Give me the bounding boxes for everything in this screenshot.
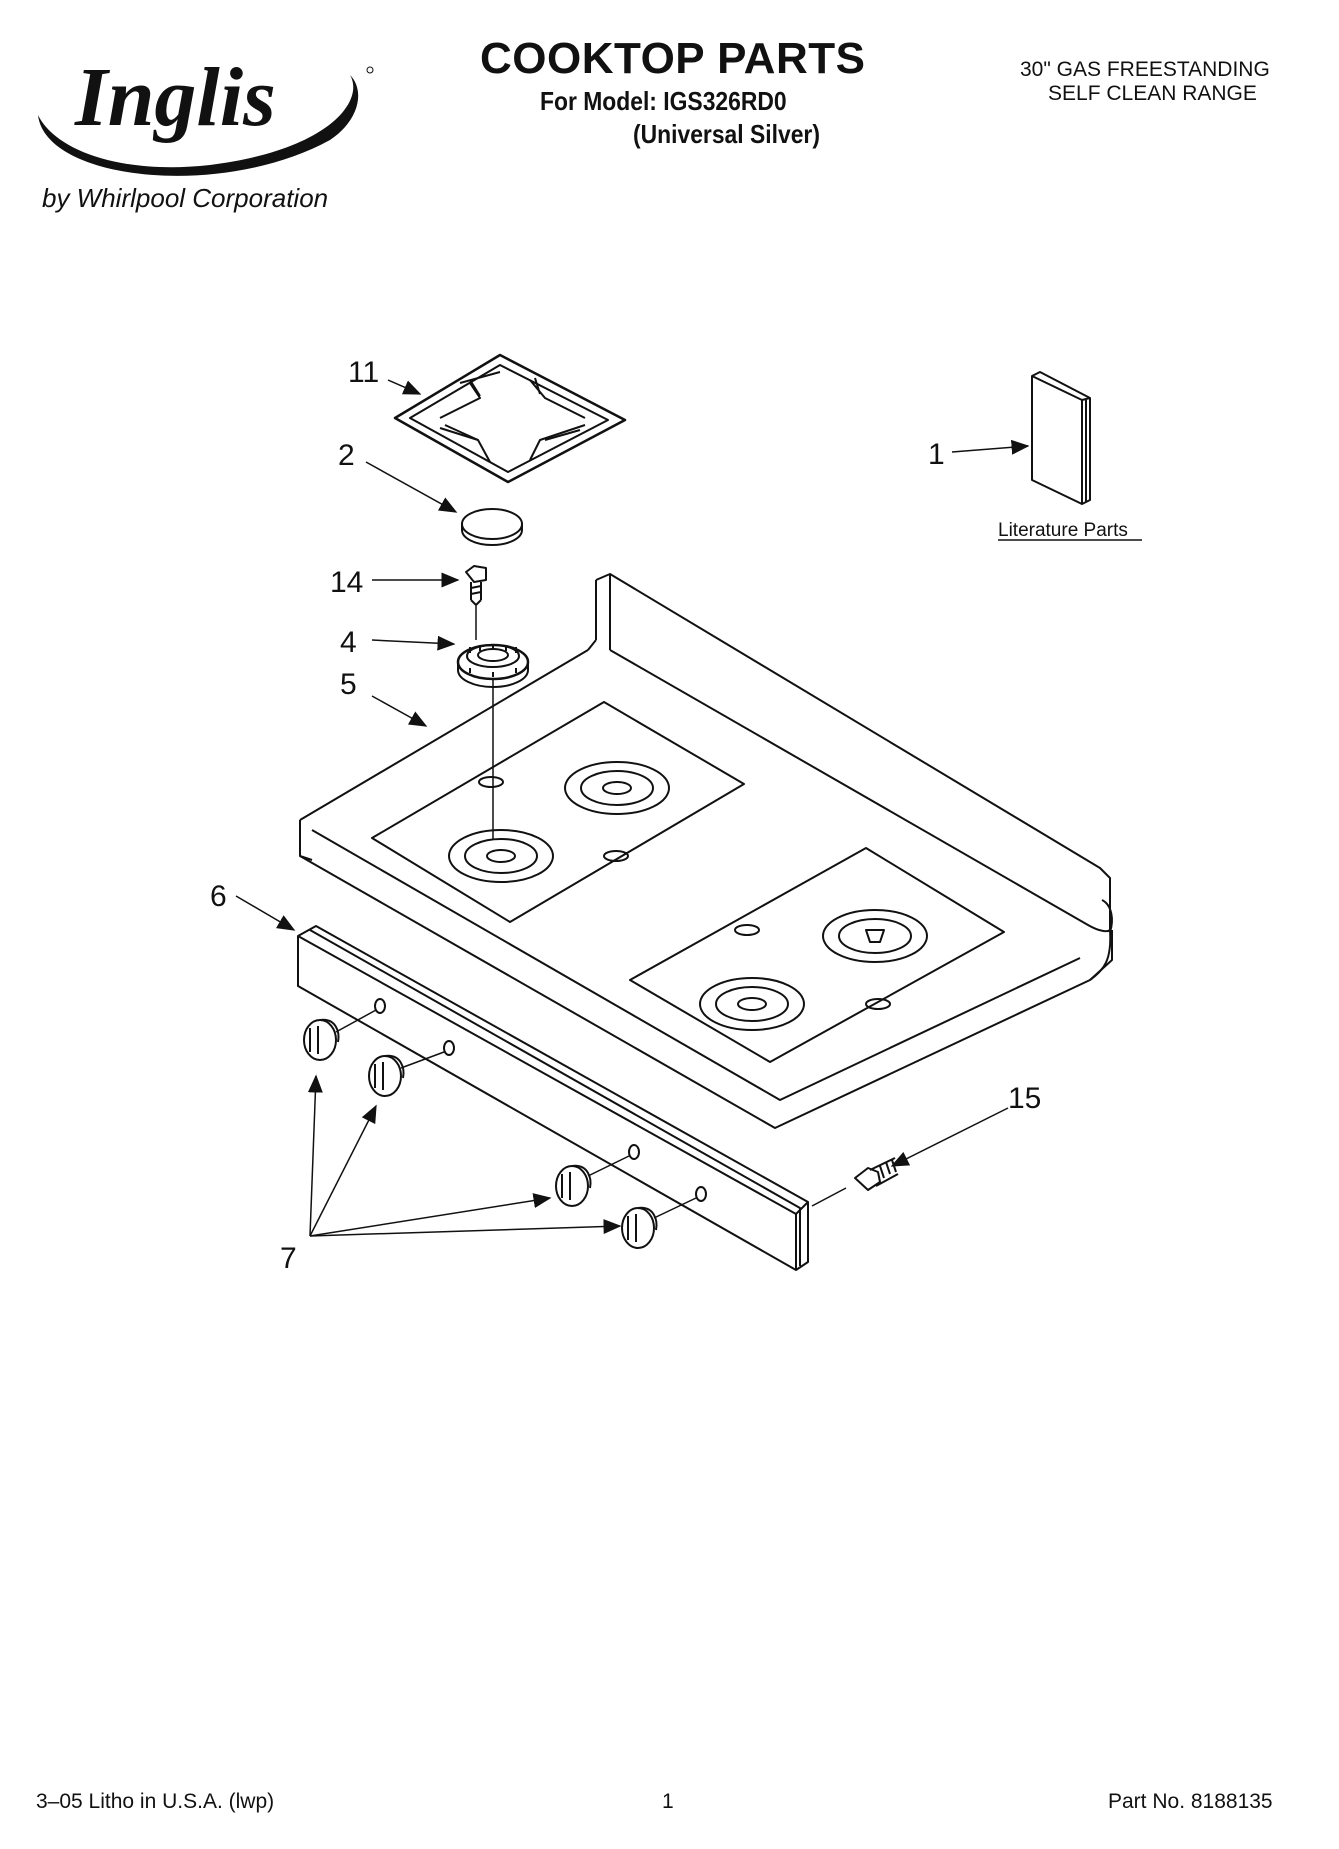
panel-screw-part xyxy=(811,1157,899,1207)
brand-logo: Inglis xyxy=(30,30,390,230)
callout-1: 1 xyxy=(928,438,945,471)
control-knob xyxy=(368,1054,405,1097)
callout-6: 6 xyxy=(210,880,227,913)
footer-part-number: Part No. 8188135 xyxy=(1108,1790,1273,1813)
callout-7: 7 xyxy=(280,1242,297,1275)
cooktop-panel-part xyxy=(299,573,1113,1129)
burner-cap-part xyxy=(461,508,523,546)
control-knob-parts xyxy=(303,1009,697,1249)
callout-11: 11 xyxy=(348,356,379,389)
callout-2: 2 xyxy=(338,439,355,472)
control-knob xyxy=(303,1018,340,1061)
callout-4: 4 xyxy=(340,626,357,659)
callout-5: 5 xyxy=(340,668,357,701)
burner-grate-part xyxy=(393,353,627,484)
burner-screw-part xyxy=(465,565,487,606)
product-description-line1: 30" GAS FREESTANDING xyxy=(1020,58,1270,81)
logo-wordmark: Inglis xyxy=(74,51,276,144)
literature-parts-label: Literature Parts xyxy=(998,520,1128,541)
brand-tagline: by Whirlpool Corporation xyxy=(42,183,329,213)
callout-15: 15 xyxy=(1008,1082,1041,1115)
logo-swoosh-graphic: Inglis xyxy=(38,51,374,176)
model-line: For Model: IGS326RD0 xyxy=(540,86,787,116)
control-knob xyxy=(621,1206,658,1249)
product-description-line2: SELF CLEAN RANGE xyxy=(1048,82,1257,105)
variant-line: (Universal Silver) xyxy=(633,119,820,149)
footer-print-info: 3–05 Litho in U.S.A. (lwp) xyxy=(36,1790,275,1813)
callout-14: 14 xyxy=(330,566,363,599)
control-knob xyxy=(555,1164,592,1207)
literature-part xyxy=(1031,371,1091,505)
footer-page-number: 1 xyxy=(662,1790,674,1813)
page-title: COOKTOP PARTS xyxy=(480,34,866,83)
control-panel-part xyxy=(297,925,809,1271)
